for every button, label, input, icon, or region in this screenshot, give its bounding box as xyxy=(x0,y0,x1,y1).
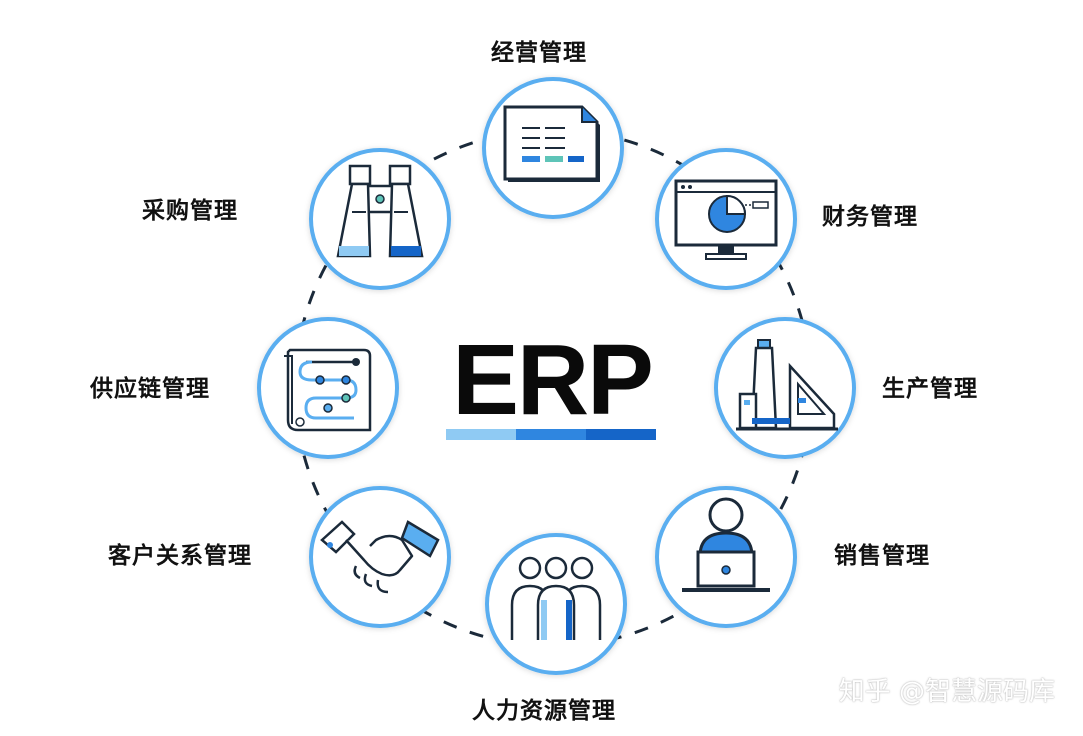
binoculars-icon xyxy=(336,164,424,258)
title-underline xyxy=(446,429,656,440)
module-label-operations: 经营管理 xyxy=(491,40,587,66)
monitor-pie-chart-icon xyxy=(674,179,778,260)
supply-chain-flow-icon xyxy=(284,348,372,432)
module-label-sales: 销售管理 xyxy=(834,543,930,569)
module-node-finance xyxy=(655,148,797,290)
module-label-production: 生产管理 xyxy=(882,376,978,402)
module-label-procurement: 采购管理 xyxy=(142,198,238,224)
module-label-hr: 人力资源管理 xyxy=(472,698,616,724)
handshake-icon xyxy=(320,520,440,594)
diagram-title: ERP xyxy=(452,324,654,436)
module-label-crm: 客户关系管理 xyxy=(108,543,252,569)
module-node-production xyxy=(714,317,856,459)
module-label-finance: 财务管理 xyxy=(822,204,918,230)
factory-icon xyxy=(736,339,838,431)
module-node-operations xyxy=(482,77,624,219)
module-node-supply-chain xyxy=(257,317,399,459)
module-node-procurement xyxy=(309,148,451,290)
module-node-hr xyxy=(485,533,627,675)
person-laptop-icon xyxy=(682,497,770,592)
people-group-icon xyxy=(510,556,602,640)
report-document-icon xyxy=(503,105,600,182)
watermark: 知乎 @智慧源码库 xyxy=(838,677,1055,707)
module-node-crm xyxy=(309,486,451,628)
module-label-supply-chain: 供应链管理 xyxy=(90,376,210,402)
module-node-sales xyxy=(655,486,797,628)
